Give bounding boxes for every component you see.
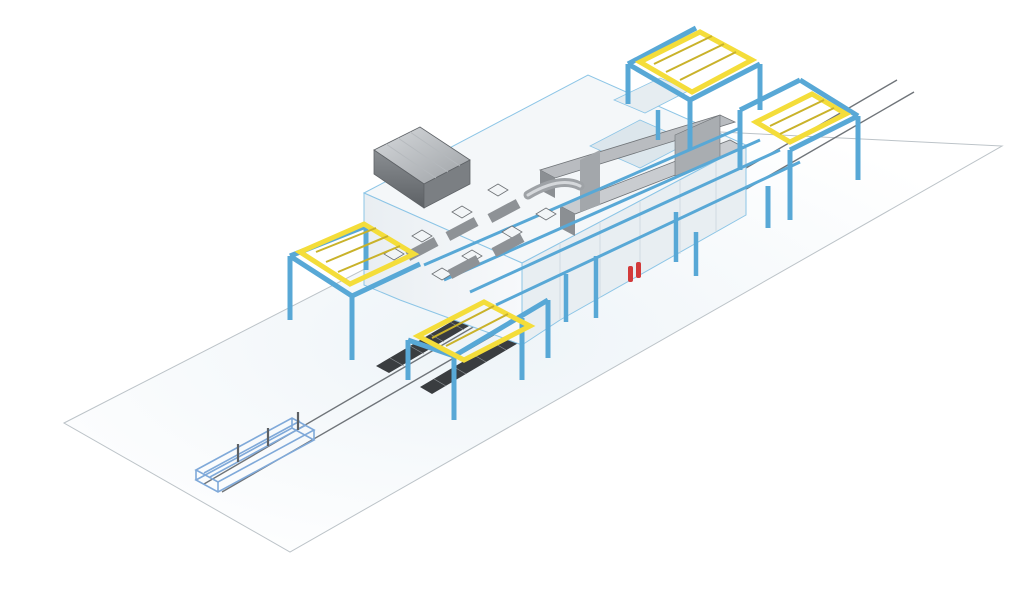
transfer-frame-front bbox=[405, 297, 551, 420]
transfer-frame-left bbox=[287, 221, 422, 360]
fire-extinguishers bbox=[628, 262, 641, 282]
transfer-frame-back-right bbox=[737, 77, 861, 228]
support-legs bbox=[563, 110, 699, 322]
extraction-duct bbox=[373, 126, 471, 209]
parts-cart bbox=[194, 412, 316, 493]
transfer-frame-back-top bbox=[625, 25, 763, 150]
